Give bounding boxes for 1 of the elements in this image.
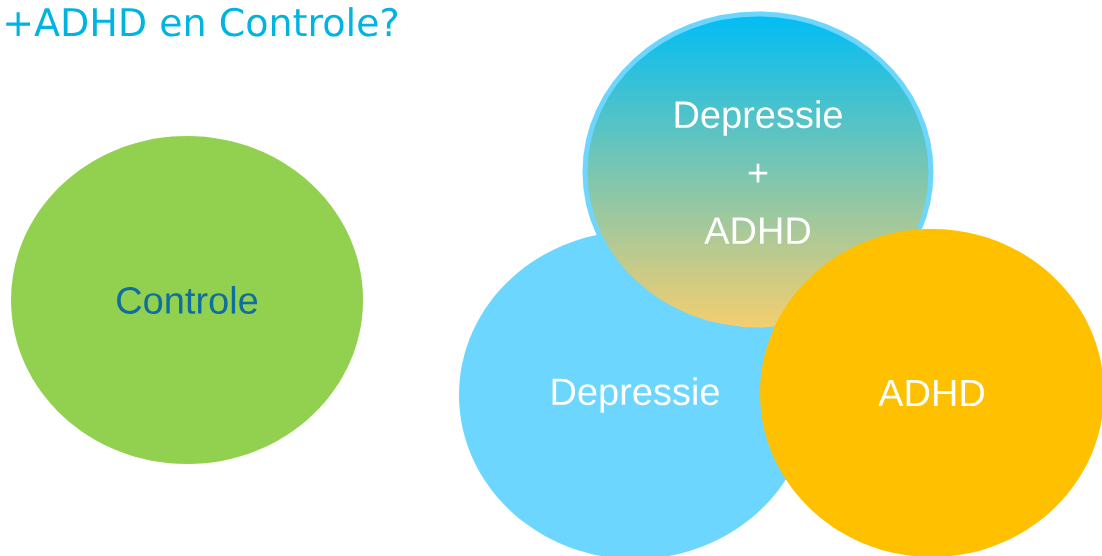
- title: +ADHD en Controle?: [6, 7, 398, 37]
